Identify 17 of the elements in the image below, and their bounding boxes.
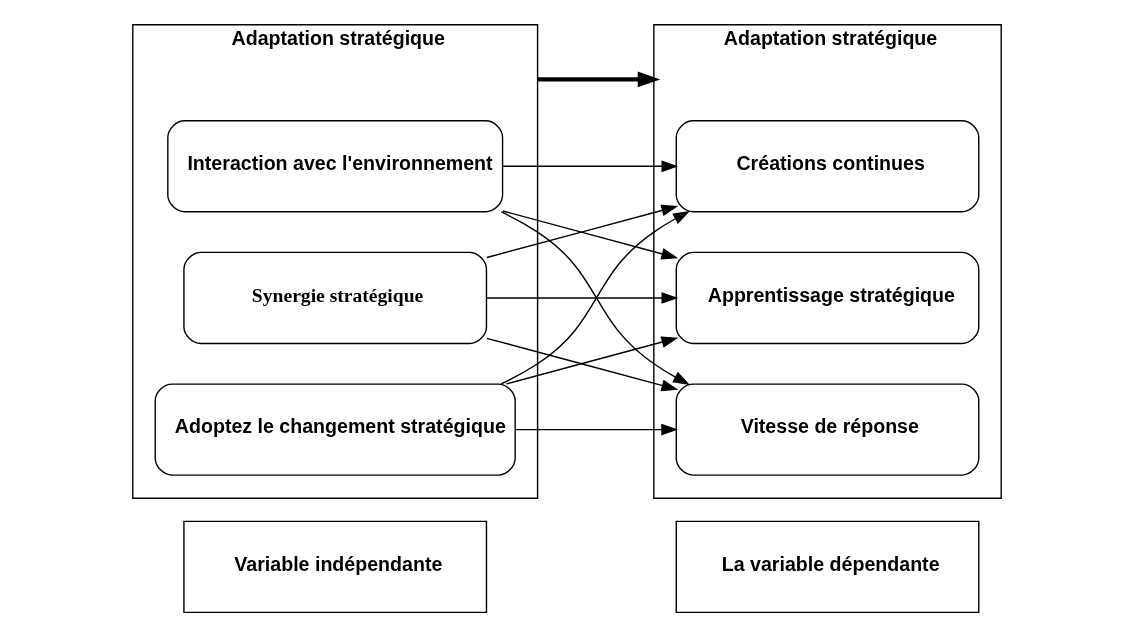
arrow (485, 337, 678, 392)
arrow (501, 160, 678, 173)
arrow (500, 211, 690, 385)
node-box: La variable dépendante (675, 520, 979, 614)
node-box: Variable indépendante (182, 520, 487, 614)
arrow (501, 210, 678, 260)
node-box: Synergie stratégique (182, 251, 487, 345)
arrow (537, 71, 660, 88)
node-box: Interaction avec l'environnement (166, 120, 503, 213)
node-box: Apprentissage stratégique (675, 251, 979, 345)
node-box: Adoptez le changement stratégique (154, 383, 516, 476)
node-box: Vitesse de réponse (675, 383, 979, 476)
arrow (505, 336, 678, 385)
arrow (485, 292, 678, 304)
arrow (514, 423, 678, 436)
node-box: Créations continues (675, 120, 979, 213)
arrow (485, 204, 678, 259)
